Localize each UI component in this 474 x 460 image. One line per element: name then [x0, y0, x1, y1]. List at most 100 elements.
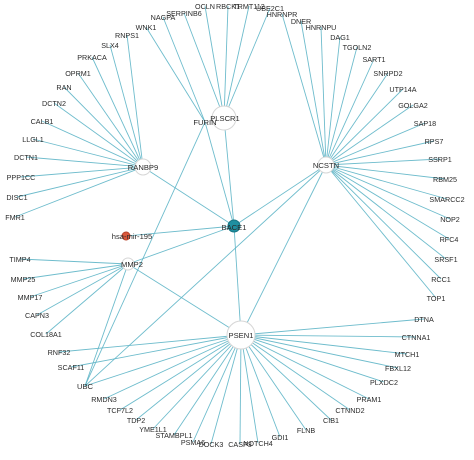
leaf-label-notch4: NOTCH4: [243, 439, 273, 448]
edge-psen1-plxdc2: [240, 334, 385, 383]
edge-ncstn-smarcc2: [325, 164, 448, 200]
leaf-label-calb1: CALB1: [31, 117, 54, 126]
edge-bace1-hsa-mir-195: [125, 225, 235, 237]
edge-ranbp9-ran: [63, 86, 144, 168]
edge-psen1-notch4: [240, 334, 259, 444]
edge-ncstn-hnrnpu: [320, 26, 327, 166]
leaf-label-mmp25: MMP25: [11, 275, 36, 284]
edge-ranbp9-dctn2: [53, 102, 144, 168]
edge-bace1-ranbp9: [142, 166, 235, 227]
edge-psen1-ubc: [84, 334, 242, 387]
edge-psen1-ctnna1: [240, 334, 417, 338]
leaf-label-hnrnpr: HNRNPR: [267, 10, 298, 19]
edge-plscr1-rbck1: [223, 5, 229, 119]
edge-ranbp9-oprm1: [77, 72, 144, 168]
edge-ncstn-hnrnpr: [281, 13, 327, 166]
edge-plscr1-ocln: [204, 5, 225, 119]
leaf-label-tgoln2: TGOLN2: [343, 43, 372, 52]
leaf-label-col18a1: COL18A1: [30, 330, 62, 339]
edge-psen1-tcf7l2: [119, 334, 242, 411]
edge-bace1-plscr1: [223, 117, 235, 227]
leaf-label-ocln: OCLN: [195, 2, 215, 11]
leaf-label-dctn2: DCTN2: [42, 99, 66, 108]
edge-ncstn-utp14a: [325, 88, 404, 166]
edge-ncstn-sap18: [325, 122, 426, 166]
node-hsa-mir-195[interactable]: [121, 231, 131, 241]
leaf-label-mmp17: MMP17: [18, 293, 43, 302]
leaf-label-ppp1cc: PPP1CC: [7, 173, 36, 182]
leaf-label-ube2c1: UBE2C1: [256, 4, 284, 13]
edge-ncstn-ssrp1: [325, 158, 441, 166]
edge-psen1-scaf11: [70, 334, 242, 368]
leaf-label-ran: RAN: [56, 83, 71, 92]
edge-ranbp9-prkaca: [91, 56, 144, 168]
edge-bace1-furin: [204, 121, 235, 227]
edge-ncstn-psen1: [240, 164, 327, 336]
leaf-label-prkaca: PRKACA: [77, 53, 107, 62]
edge-ranbp9-slx4: [109, 44, 144, 168]
edge-mmp2-psen1: [127, 263, 242, 336]
leaf-label-disc1: DISC1: [6, 193, 27, 202]
leaf-label-ssrp1: SSRP1: [428, 155, 452, 164]
leaf-label-smarcc2: SMARCC2: [429, 195, 464, 204]
leaf-label-dtna: DTNA: [414, 315, 434, 324]
edge-ncstn-sart1: [325, 58, 375, 166]
edge-ncstn-rfc4: [325, 164, 450, 240]
edge-psen1-rmdn3: [103, 334, 242, 400]
node-label-mmp2: MMP2: [121, 260, 143, 269]
edge-ranbp9-llgl1: [32, 138, 144, 168]
leaf-label-llgl1: LLGL1: [22, 135, 44, 144]
leaf-label-ctnna1: CTNNA1: [402, 333, 431, 342]
node-label-bace1: BACE1: [222, 223, 247, 232]
node-bace1[interactable]: [227, 219, 241, 233]
edge-ncstn-dner: [300, 20, 327, 166]
edge-psen1-pram1: [240, 334, 370, 400]
leaf-label-wnk1: WNK1: [136, 23, 157, 32]
node-label-hsa-mir-195: hsa-mir-195: [112, 232, 153, 241]
leaf-label-plxdc2: PLXDC2: [370, 378, 398, 387]
edge-psen1-fbxl12: [240, 334, 399, 369]
leaf-label-dag1: DAG1: [330, 33, 350, 42]
edge-ncstn-golga2: [325, 104, 414, 166]
leaf-label-scaf11: SCAF11: [58, 363, 85, 372]
leaf-label-rmdn3: RMDN3: [91, 395, 117, 404]
leaf-label-dock3: DOCK3: [199, 440, 224, 449]
edge-plscr1-serpinb6: [183, 12, 225, 119]
edge-plscr1-trmt112: [223, 5, 250, 119]
node-label-plscr1: PLSCR1: [210, 114, 240, 123]
leaf-label-fmr1: FMR1: [5, 213, 25, 222]
edge-furin-ubc: [84, 121, 206, 387]
edge-ranbp9-ppp1cc: [20, 166, 144, 178]
edge-ranbp9-fmr1: [14, 166, 144, 218]
leaf-label-rfc4: RFC4: [440, 235, 459, 244]
edge-mmp2-timp4: [19, 258, 129, 265]
edge-psen1-flnb: [240, 334, 307, 431]
leaf-label-top1: TOP1: [427, 294, 446, 303]
edge-psen1-ctnnd2: [240, 334, 351, 411]
leaf-label-trmt112: TRMT112: [233, 2, 264, 11]
edge-bace1-mmp2: [127, 225, 235, 265]
edge-psen1-mtch1: [240, 334, 408, 355]
node-ncstn[interactable]: [317, 156, 335, 174]
leaf-label-sap18: SAP18: [414, 119, 436, 128]
node-ranbp9[interactable]: [134, 158, 152, 176]
leaf-label-fbxl12: FBXL12: [385, 364, 411, 373]
leaf-label-srsf1: SRSF1: [434, 255, 457, 264]
node-mmp2[interactable]: [121, 257, 135, 271]
leaf-label-slx4: SLX4: [101, 41, 119, 50]
edge-ncstn-rps7: [325, 140, 435, 166]
leaf-label-nop2: NOP2: [440, 215, 460, 224]
leaf-label-rps7: RPS7: [425, 137, 444, 146]
edge-psen1-dtna: [240, 318, 425, 336]
leaf-label-dctn1: DCTN1: [14, 153, 38, 162]
edge-ncstn-tgoln2: [325, 46, 358, 166]
edge-ncstn-srsf1: [325, 164, 447, 260]
edge-ncstn-nop2: [325, 164, 451, 220]
leaf-label-gdi1: GDI1: [272, 433, 289, 442]
edge-psen1-tdp2: [135, 334, 242, 421]
node-psen1[interactable]: [226, 320, 256, 350]
node-plscr1[interactable]: [211, 105, 237, 131]
edge-mmp2-mmp25: [22, 263, 129, 280]
